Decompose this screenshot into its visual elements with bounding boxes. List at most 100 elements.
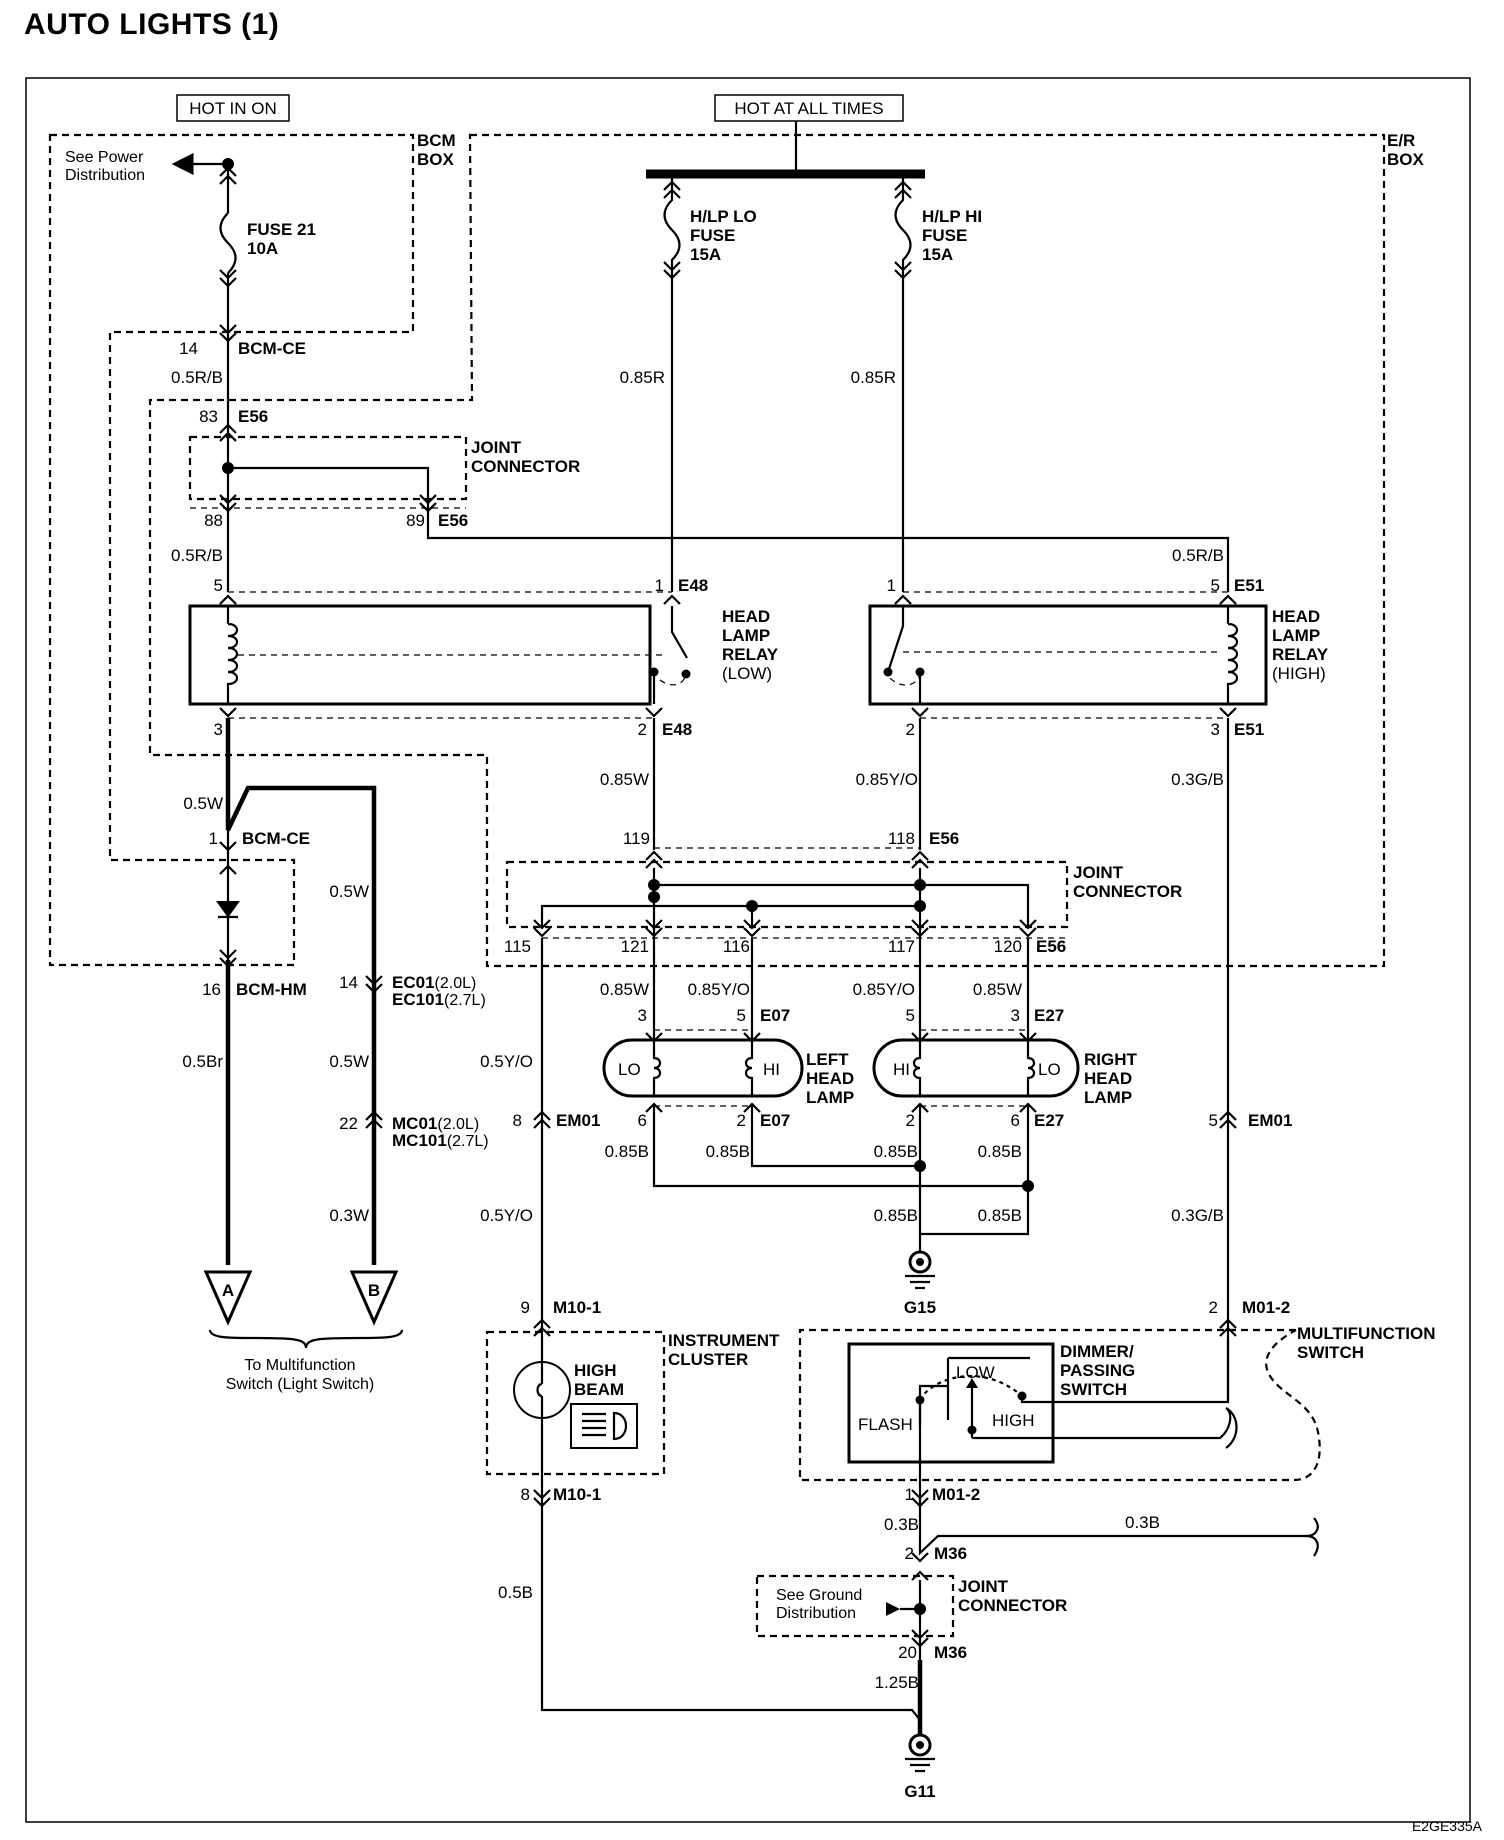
diagram-label: M01-2 [932, 1485, 980, 1504]
switch-low-label: LOW [956, 1363, 995, 1382]
switch-flash-label: FLASH [858, 1415, 913, 1434]
fuse-hlp-hi-label-3: 15A [922, 245, 953, 264]
left-lamp-hi: HI [763, 1060, 780, 1079]
diagram-label: 0.85B [978, 1206, 1022, 1225]
diagram-label: 117 [888, 937, 915, 956]
splice-dot [914, 879, 926, 891]
high-beam-symbol-icon [570, 1403, 638, 1449]
connector-b: B [349, 1270, 399, 1326]
diagram-label: 5 [1209, 1111, 1218, 1130]
fuse-hlp-lo-label-1: H/LP LO [690, 207, 757, 226]
engine-connector-label: MC101(2.7L) [392, 1131, 489, 1150]
wire-lamp-grounds [652, 1106, 1030, 1252]
head-lamp-relay-low [188, 604, 691, 706]
diagram-label: 3 [1011, 1006, 1020, 1025]
ground-g11-label: G11 [904, 1782, 935, 1801]
diagram-label: 5 [906, 1006, 915, 1025]
relay-high-label-3: RELAY [1272, 645, 1329, 664]
diode-icon [216, 901, 240, 918]
relay-low-label-1: HEAD [722, 607, 770, 626]
page-title: AUTO LIGHTS (1) [24, 8, 280, 41]
diagram-label: 0.85W [973, 980, 1022, 999]
connector-chevrons [645, 1102, 1037, 1113]
diagram-label: M10-1 [553, 1485, 601, 1504]
diagram-label: 9 [521, 1298, 530, 1317]
diagram-label: 0.5W [329, 882, 369, 901]
fuse-hlp-hi-label-2: FUSE [922, 226, 967, 245]
er-box-label-2: BOX [1387, 150, 1425, 169]
diagram-label: 0.5Y/O [480, 1206, 533, 1225]
er-box-label-1: E/R [1387, 131, 1415, 150]
connector-chevrons [365, 975, 383, 1129]
right-lamp-label-2: HEAD [1084, 1069, 1132, 1088]
diagram-label: M36 [934, 1544, 967, 1563]
diagram-label: 0.85B [874, 1142, 918, 1161]
diagram-label: 2 [906, 1111, 915, 1130]
connector-a-label: A [222, 1281, 234, 1300]
diagram-label: 88 [204, 511, 223, 530]
diagram-label: E51 [1234, 720, 1264, 739]
diagram-label: 6 [1011, 1111, 1020, 1130]
diagram-label: 0.85W [600, 770, 649, 789]
connector-chevrons [911, 1629, 929, 1648]
fuse-hlp-lo-label-3: 15A [690, 245, 721, 264]
diagram-label: 0.5Br [182, 1052, 223, 1071]
diagram-label: 0.5W [329, 1052, 369, 1071]
joint-connector-3-label-2: CONNECTOR [958, 1596, 1067, 1615]
joint-connector-1-label-2: CONNECTOR [471, 457, 580, 476]
diagram-label: 0.85R [851, 368, 896, 387]
diagram-label: 0.3G/B [1171, 770, 1224, 789]
see-power-note-2: Distribution [65, 167, 145, 184]
diagram-label: 0.85B [605, 1142, 649, 1161]
diagram-label: 0.3G/B [1171, 1206, 1224, 1225]
diagram-label: 0.85R [620, 368, 665, 387]
diagram-label: 1 [905, 1485, 914, 1504]
fuse-21-label-1: FUSE 21 [247, 220, 316, 239]
connector-b-label: B [368, 1281, 380, 1300]
diagram-label: 0.3B [884, 1515, 919, 1534]
connector-chevrons [533, 1110, 1237, 1129]
joint-connector-2 [505, 860, 1069, 929]
diagram-label: 118 [888, 829, 915, 848]
left-head-lamp: LO HI [602, 1038, 804, 1098]
diagram-label: 2 [905, 1544, 914, 1563]
right-head-lamp: HI LO [872, 1038, 1080, 1098]
diagram-label: 8 [513, 1111, 522, 1130]
multifunction-label-2: SWITCH [1297, 1343, 1364, 1362]
diagram-label: 14 [179, 339, 198, 358]
diagram-label: 6 [638, 1111, 647, 1130]
relay-low-label-2: LAMP [722, 626, 770, 645]
diagram-label: 8 [521, 1485, 530, 1504]
diagram-label: 0.85Y/O [856, 770, 918, 789]
connector-chevrons [911, 1552, 929, 1581]
diagram-label: E56 [438, 511, 468, 530]
diagram-label: 0.85B [706, 1142, 750, 1161]
bcm-box-label-2: BOX [417, 150, 455, 169]
diagram-label: BCM-CE [242, 829, 310, 848]
switch-high-label: HIGH [992, 1411, 1035, 1430]
left-lamp-label-1: LEFT [806, 1050, 849, 1069]
right-lamp-hi: HI [893, 1060, 910, 1079]
right-lamp-label-1: RIGHT [1084, 1050, 1138, 1069]
connector-chevrons [419, 494, 437, 513]
diagram-label: E48 [662, 720, 692, 739]
ground-g11 [905, 1733, 935, 1773]
wire-0-5w-to-bcm-ce [225, 718, 377, 1265]
connector-chevrons [533, 1318, 551, 1508]
relay-low-label-3: RELAY [722, 645, 779, 664]
diagram-label: 2 [906, 720, 915, 739]
diagram-label: E56 [238, 407, 268, 426]
connector-chevrons [219, 594, 1237, 605]
connector-chevrons [219, 324, 237, 343]
page-frame [25, 77, 1471, 1823]
dimmer-lever-arrow-icon [966, 1378, 978, 1388]
connector-chevrons [219, 841, 237, 968]
diagram-label: 0.3B [1125, 1513, 1160, 1532]
diagram-label: E27 [1034, 1111, 1064, 1130]
diagram-label: 3 [1211, 720, 1220, 739]
high-beam-label-2: BEAM [574, 1380, 624, 1399]
dimmer-label-3: SWITCH [1060, 1380, 1127, 1399]
to-multifunction-note-1: To Multifunction [244, 1357, 355, 1374]
multifunction-brace [208, 1329, 404, 1349]
